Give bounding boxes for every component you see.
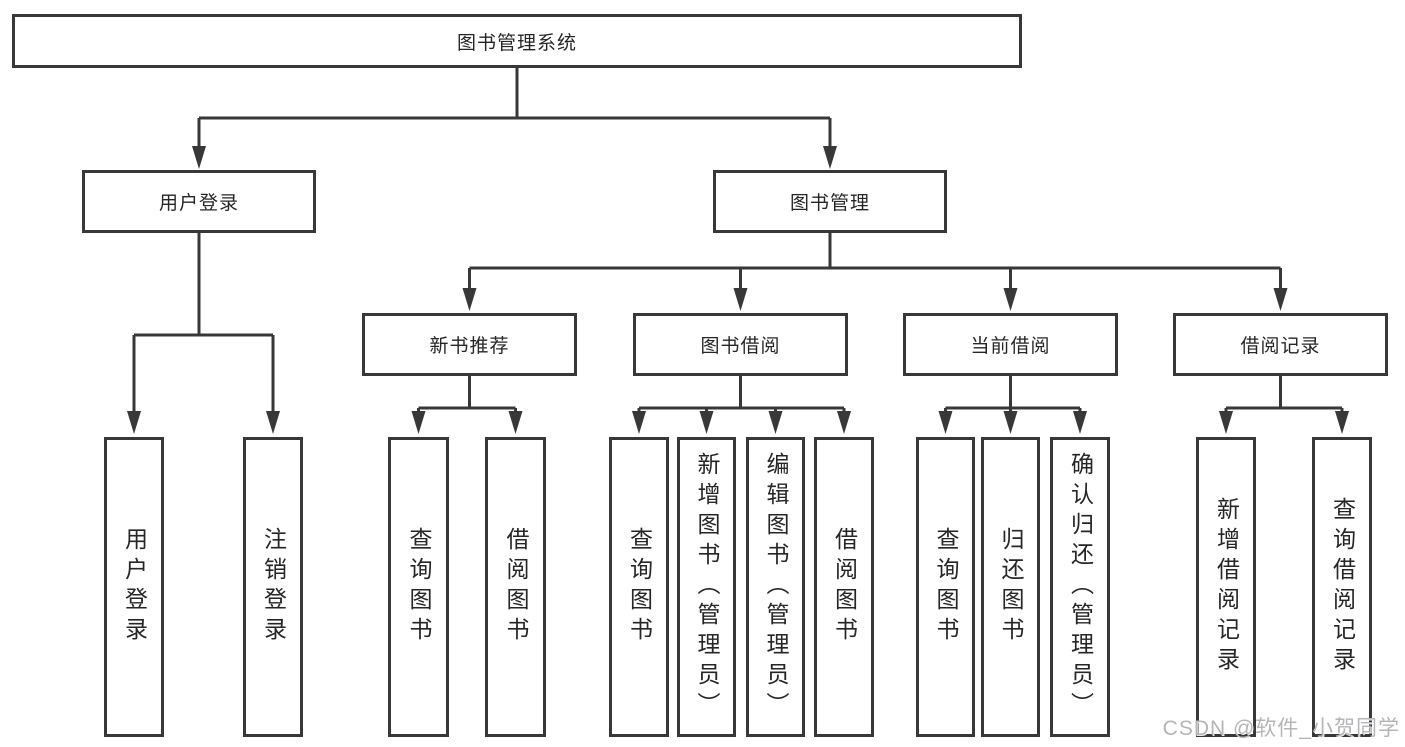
node-label: 查询借阅记录 (1329, 497, 1356, 677)
connector-root (197, 68, 832, 149)
node-label: 新增借阅记录 (1213, 497, 1240, 677)
node-label: 借阅图书 (503, 527, 529, 647)
node-label: 图书管理 (789, 193, 870, 214)
node-label: 借阅图书 (831, 527, 858, 647)
node-label: 图书管理系统 (456, 32, 577, 54)
node-label: 用户登录 (158, 193, 239, 214)
leaf-confirm-return-admin: 确认归还（管理员） (1050, 437, 1110, 737)
leaf-logout: 注销登录 (243, 437, 303, 737)
leaf-borrow-books: 借阅图书 (485, 437, 546, 737)
leaf-edit-book-admin: 编辑图书（管理员） (746, 437, 805, 737)
node-library-system: 图书管理系统 (12, 14, 1022, 68)
leaf-add-book-admin: 新增图书（管理员） (677, 437, 736, 737)
node-user-login: 用户登录 (82, 170, 316, 233)
node-label: 确认归还（管理员） (1067, 452, 1094, 722)
node-label: 注销登录 (260, 527, 287, 647)
node-book-borrowing: 图书借阅 (633, 313, 848, 376)
watermark: CSDN @软件_小贺同学 (1162, 717, 1400, 740)
leaf-query-books: 查询图书 (388, 437, 449, 737)
node-label: 图书借阅 (700, 336, 781, 357)
leaf-query-borrow-record: 查询借阅记录 (1312, 437, 1372, 737)
node-borrowing-records: 借阅记录 (1173, 313, 1388, 376)
node-label: 当前借阅 (970, 336, 1051, 357)
connector-current-borrow (944, 376, 1082, 414)
leaf-query-books-3: 查询图书 (916, 437, 975, 737)
leaf-add-borrow-record: 新增借阅记录 (1196, 437, 1256, 737)
arrowheads (127, 146, 1349, 434)
node-current-borrowing: 当前借阅 (903, 313, 1118, 376)
connector-user-login (132, 233, 275, 413)
node-label: 新增图书（管理员） (694, 452, 720, 722)
node-label: 借阅记录 (1240, 336, 1321, 357)
connector-book-management (468, 233, 1282, 291)
node-label: 归还图书 (998, 527, 1024, 647)
leaf-user-login: 用户登录 (104, 437, 164, 737)
connector-new-book (417, 376, 517, 414)
node-label: 查询图书 (933, 527, 959, 647)
leaf-query-books-2: 查询图书 (609, 437, 669, 737)
node-label: 查询图书 (626, 527, 653, 647)
leaf-borrow-books-2: 借阅图书 (814, 437, 874, 737)
node-label: 编辑图书（管理员） (763, 452, 789, 722)
connector-borrow-records (1224, 376, 1344, 414)
node-label: 新书推荐 (429, 336, 510, 357)
node-label: 用户登录 (121, 527, 148, 647)
node-book-management: 图书管理 (713, 170, 947, 233)
connector-book-borrow (637, 376, 846, 414)
node-new-book-recommendation: 新书推荐 (362, 313, 577, 376)
node-label: 查询图书 (406, 527, 432, 647)
leaf-return-books: 归还图书 (981, 437, 1040, 737)
